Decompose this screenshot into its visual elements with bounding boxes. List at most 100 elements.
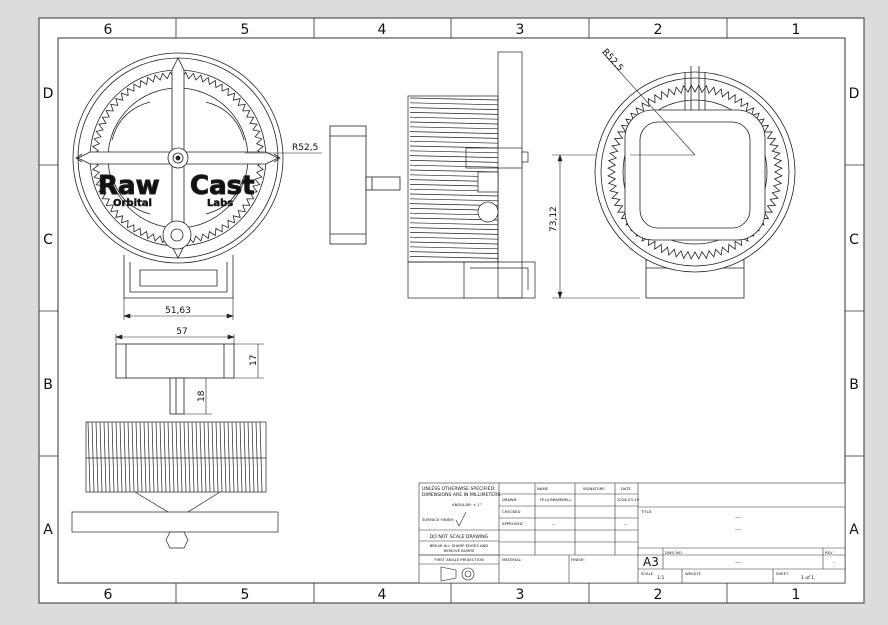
back-view bbox=[594, 66, 796, 299]
side-fin-line bbox=[409, 145, 499, 149]
bottom-fin-line bbox=[195, 421, 199, 493]
tb-approved-name: --- bbox=[552, 521, 557, 526]
zone-col-bottom-3: 3 bbox=[516, 587, 525, 603]
zone-col-bottom-1: 1 bbox=[792, 587, 801, 603]
logo-labs: Labs bbox=[207, 198, 233, 209]
side-fin-line bbox=[409, 155, 499, 158]
side-fin-line bbox=[409, 236, 499, 240]
side-view-gear-fins bbox=[407, 95, 499, 263]
side-fin-line bbox=[409, 251, 499, 254]
tb-angular: ANGULAR: ± 1° bbox=[452, 502, 482, 507]
tb-weight-label: WEIGHT: bbox=[685, 571, 701, 576]
base-width-dimension bbox=[123, 298, 234, 320]
bottom-fin-line bbox=[251, 421, 255, 493]
tb-do-not-scale: DO NOT SCALE DRAWING bbox=[430, 534, 489, 540]
side-fin-line bbox=[409, 136, 499, 139]
back-radius-dimension bbox=[601, 51, 696, 156]
bottom-view bbox=[71, 421, 279, 549]
side-fin-line bbox=[409, 97, 499, 101]
part-height-label: 17 bbox=[249, 355, 259, 366]
base-width-label: 51,63 bbox=[165, 306, 191, 316]
tb-col-date: DATE bbox=[621, 486, 631, 491]
bottom-fin-line bbox=[235, 421, 239, 493]
surface-finish-symbol bbox=[455, 511, 467, 527]
part-dims bbox=[115, 334, 264, 415]
tb-surface-finish: SURFACE FINISH: bbox=[422, 517, 454, 522]
zone-row-right-a: A bbox=[849, 522, 859, 538]
zone-col-top-2: 2 bbox=[654, 22, 663, 38]
bottom-fin-line bbox=[163, 421, 167, 493]
zone-row-right-b: B bbox=[849, 377, 859, 393]
side-fin-line bbox=[409, 232, 499, 235]
zone-ticks bbox=[39, 18, 864, 603]
front-radius-label: R52,5 bbox=[292, 143, 318, 153]
side-fin-line bbox=[409, 126, 499, 130]
part-width-label: 57 bbox=[176, 327, 187, 337]
side-fin-line bbox=[409, 102, 499, 106]
bottom-fin-line bbox=[215, 421, 219, 493]
bottom-fin-line bbox=[143, 421, 147, 493]
bottom-fin-line bbox=[183, 421, 187, 493]
tb-rev-label: REV bbox=[825, 550, 833, 555]
zone-col-top-6: 6 bbox=[104, 22, 113, 38]
top-view-part bbox=[115, 343, 235, 415]
tb-row-checked: CHECKED bbox=[502, 509, 520, 514]
height-dimension bbox=[552, 154, 640, 299]
bottom-fin-line bbox=[259, 421, 263, 493]
tb-drawn-date: 2026-03-19 bbox=[617, 497, 640, 502]
bottom-fin-line bbox=[131, 421, 135, 493]
tb-break-edges-1: BREAK ALL SHARP EDGES AND bbox=[430, 543, 489, 548]
side-fin-line bbox=[409, 121, 499, 125]
bottom-fin-line bbox=[219, 421, 223, 493]
side-view-big bbox=[407, 51, 536, 299]
tb-drawn-name: FELIJ BRAMWELL bbox=[540, 497, 572, 502]
zone-row-left-b: B bbox=[43, 377, 53, 393]
bottom-fin-line bbox=[123, 421, 127, 493]
zone-col-top-1: 1 bbox=[792, 22, 801, 38]
bottom-fin-line bbox=[147, 421, 151, 493]
tb-dwg-no-label: DWG NO. bbox=[665, 550, 683, 555]
zone-col-bottom-4: 4 bbox=[378, 587, 387, 603]
tb-row-approved: APPROVED bbox=[502, 521, 523, 526]
logo-cast: Cast bbox=[190, 171, 255, 201]
back-gear-teeth-path bbox=[607, 84, 783, 260]
front-logo: Raw Cast Orbital Labs bbox=[98, 171, 256, 210]
tb-material: MATERIAL: bbox=[502, 557, 522, 562]
zone-col-bottom-2: 2 bbox=[654, 587, 663, 603]
tb-scale-label: SCALE bbox=[641, 571, 654, 576]
bottom-fin-outline bbox=[85, 421, 267, 493]
bottom-view-gear-fins bbox=[85, 421, 267, 493]
bottom-fin-line bbox=[167, 421, 171, 493]
bottom-fin-line bbox=[231, 421, 235, 493]
bottom-fin-line bbox=[207, 421, 211, 493]
projection-symbol-icon bbox=[440, 566, 475, 582]
bottom-fin-line bbox=[127, 421, 131, 493]
zone-row-left-a: A bbox=[43, 522, 53, 538]
tb-approved-date: --- bbox=[624, 521, 629, 526]
zone-row-left-d: D bbox=[43, 86, 54, 102]
tb-notes-2: DIMENSIONS ARE IN MILLIMETERS bbox=[422, 492, 500, 498]
shaft-length-label: 18 bbox=[197, 390, 207, 402]
zone-col-top-4: 4 bbox=[378, 22, 387, 38]
bottom-fin-line bbox=[239, 421, 243, 493]
zone-row-right-c: C bbox=[849, 232, 859, 248]
bottom-fin-line bbox=[211, 421, 215, 493]
bottom-fin-line bbox=[199, 421, 203, 493]
bottom-fin-line bbox=[191, 421, 195, 493]
side-fin-line bbox=[409, 246, 499, 250]
side-fin-line bbox=[409, 227, 499, 230]
tb-size: A3 bbox=[643, 555, 659, 569]
bottom-fin-line bbox=[119, 421, 123, 493]
tb-sheet-label: SHEET bbox=[776, 571, 789, 576]
side-fin-line bbox=[409, 150, 499, 154]
tb-break-edges-2: REMOVE BURRS bbox=[444, 548, 475, 553]
bottom-fin-line bbox=[227, 421, 231, 493]
zone-col-bottom-6: 6 bbox=[104, 587, 113, 603]
back-ring-gear-teeth bbox=[607, 84, 783, 260]
tb-col-signature: SIGNATURE bbox=[583, 486, 605, 491]
side-fin-line bbox=[409, 112, 499, 115]
tb-dwg-no-value: ---- bbox=[735, 561, 742, 566]
bottom-fin-line bbox=[203, 421, 207, 493]
bottom-fin-line bbox=[107, 421, 111, 493]
